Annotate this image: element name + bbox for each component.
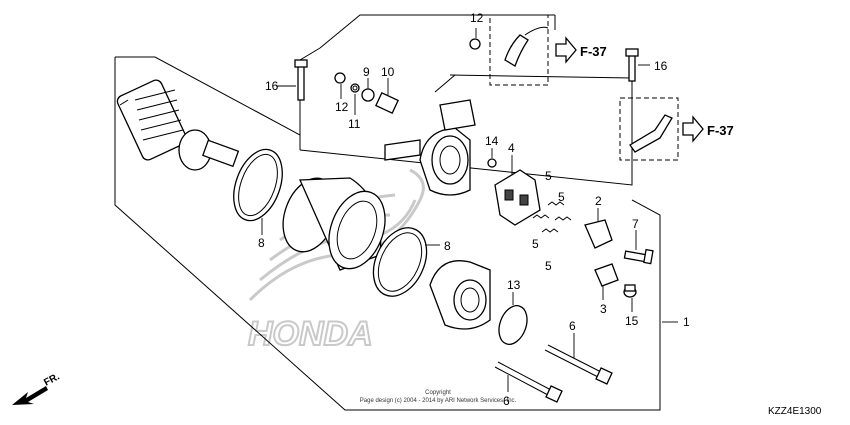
callout-14[interactable]: 14 bbox=[485, 134, 499, 148]
brush-set bbox=[594, 263, 619, 287]
bolt-16-left bbox=[294, 59, 308, 101]
callout-15[interactable]: 15 bbox=[625, 314, 639, 328]
armature bbox=[116, 79, 240, 171]
leader-lines bbox=[261, 28, 678, 392]
callout-12-lower[interactable]: 12 bbox=[335, 100, 349, 114]
ref-f37-right[interactable]: F-37 bbox=[707, 123, 734, 138]
ref-arrow-top-icon bbox=[555, 36, 577, 64]
callout-12-top[interactable]: 12 bbox=[470, 11, 484, 25]
callout-11[interactable]: 11 bbox=[348, 117, 361, 131]
ref-arrow-right-icon bbox=[682, 115, 704, 143]
callout-16-left[interactable]: 16 bbox=[265, 79, 279, 93]
callout-2[interactable]: 2 bbox=[595, 194, 602, 208]
brush-terminal bbox=[584, 219, 613, 249]
bolt-7 bbox=[623, 248, 654, 265]
callout-8-right[interactable]: 8 bbox=[444, 239, 451, 253]
callout-5-b[interactable]: 5 bbox=[558, 190, 565, 204]
front-label: FR. bbox=[42, 371, 62, 388]
front-direction-arrow-icon bbox=[12, 386, 48, 405]
front-cover bbox=[429, 260, 491, 330]
copyright-line-1: Copyright bbox=[425, 390, 451, 396]
bolt-16-right bbox=[625, 48, 639, 82]
washer-14 bbox=[487, 158, 497, 168]
callout-6-upper[interactable]: 6 bbox=[569, 319, 576, 333]
motor-case bbox=[282, 177, 386, 271]
callout-7[interactable]: 7 bbox=[632, 217, 639, 231]
callout-8-left[interactable]: 8 bbox=[258, 236, 265, 250]
cable-detail-top bbox=[469, 14, 549, 86]
honda-watermark: HONDA bbox=[247, 168, 425, 354]
long-bolts-6 bbox=[494, 344, 613, 403]
o-ring-right bbox=[372, 227, 428, 297]
rear-cover bbox=[384, 99, 476, 196]
diagram-code: KZZ4E1300 bbox=[768, 406, 822, 417]
screw-15 bbox=[623, 284, 637, 298]
callout-5-c[interactable]: 5 bbox=[532, 237, 539, 251]
cable-detail-right bbox=[619, 97, 679, 161]
brush-holder bbox=[494, 169, 541, 226]
o-ring-13 bbox=[498, 305, 528, 345]
callout-16-right[interactable]: 16 bbox=[654, 59, 668, 73]
callout-4[interactable]: 4 bbox=[508, 141, 515, 155]
ref-f37-top[interactable]: F-37 bbox=[580, 44, 607, 59]
copyright-line-2: Page design (c) 2004 - 2014 by ARI Netwo… bbox=[360, 398, 517, 404]
callout-5-a[interactable]: 5 bbox=[545, 169, 552, 183]
callout-5-d[interactable]: 5 bbox=[545, 259, 552, 273]
callout-9[interactable]: 9 bbox=[363, 65, 370, 79]
o-ring-left bbox=[233, 148, 283, 222]
callout-13[interactable]: 13 bbox=[507, 278, 521, 292]
callout-1[interactable]: 1 bbox=[683, 315, 690, 329]
svg-text:HONDA: HONDA bbox=[248, 315, 373, 353]
callout-3[interactable]: 3 bbox=[600, 302, 607, 316]
callout-10[interactable]: 10 bbox=[381, 65, 395, 79]
terminal-hardware bbox=[334, 72, 399, 115]
callout-6-lower[interactable]: 6 bbox=[503, 394, 510, 408]
brush-springs bbox=[532, 201, 572, 233]
